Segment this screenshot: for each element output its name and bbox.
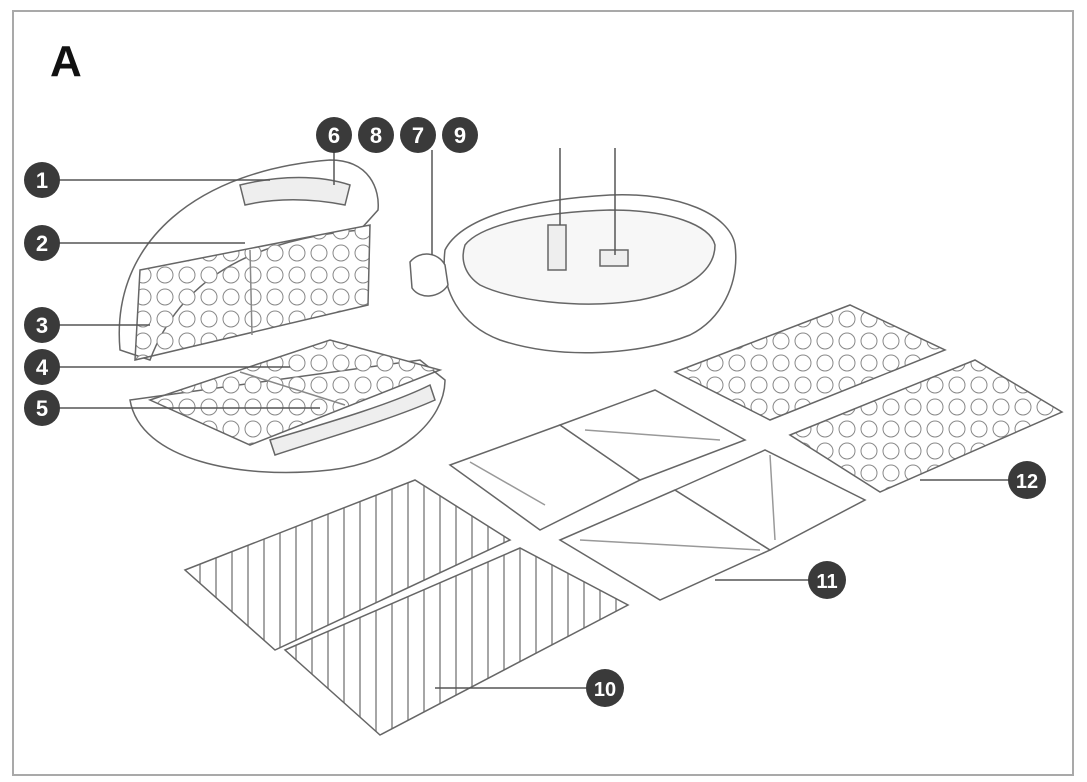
sandwich-plates bbox=[448, 389, 867, 601]
upper-waffle-plate bbox=[134, 224, 371, 361]
front-handle bbox=[269, 383, 436, 456]
panel-letter: A bbox=[50, 37, 82, 86]
power-plug bbox=[409, 253, 449, 297]
figure-frame bbox=[12, 10, 1074, 776]
sandwich-plate-4 bbox=[673, 449, 867, 551]
svg-text:9: 9 bbox=[454, 123, 466, 148]
svg-text:1: 1 bbox=[36, 168, 48, 193]
svg-text:2: 2 bbox=[36, 231, 48, 256]
callout-3: 3 bbox=[24, 307, 60, 343]
callout-7: 7 bbox=[400, 117, 436, 153]
grill-plate-left bbox=[183, 479, 512, 651]
closed-lid bbox=[462, 209, 716, 305]
svg-text:5: 5 bbox=[36, 396, 48, 421]
callout-6: 6 bbox=[316, 117, 352, 153]
open-appliance bbox=[118, 159, 446, 474]
callout-5: 5 bbox=[24, 390, 60, 426]
callout-1: 1 bbox=[24, 162, 60, 198]
sandwich-diagonals bbox=[469, 429, 776, 551]
svg-text:3: 3 bbox=[36, 313, 48, 338]
callout-8: 8 bbox=[358, 117, 394, 153]
spare-waffle-plate-2 bbox=[788, 359, 1064, 493]
svg-text:7: 7 bbox=[412, 123, 424, 148]
callout-2: 2 bbox=[24, 225, 60, 261]
closed-appliance bbox=[409, 194, 737, 354]
svg-text:6: 6 bbox=[328, 123, 340, 148]
lock-clip bbox=[239, 176, 351, 206]
upper-plate-divider bbox=[249, 249, 253, 336]
lower-plate-divider bbox=[239, 371, 346, 406]
indicator-light-red bbox=[599, 249, 629, 267]
spare-waffle-plates bbox=[673, 304, 1064, 493]
svg-text:10: 10 bbox=[594, 679, 616, 701]
grill-plates bbox=[183, 479, 630, 736]
svg-text:4: 4 bbox=[36, 355, 49, 380]
callout-11: 11 bbox=[808, 561, 846, 599]
callout-12: 12 bbox=[1008, 461, 1046, 499]
indicator-light-green bbox=[547, 224, 567, 271]
svg-text:12: 12 bbox=[1016, 471, 1038, 493]
callout-badges: 1 2 3 4 5 6 8 7 bbox=[24, 117, 1046, 707]
callout-9: 9 bbox=[442, 117, 478, 153]
spare-waffle-plate-1 bbox=[673, 304, 947, 421]
callout-4: 4 bbox=[24, 349, 60, 385]
svg-text:8: 8 bbox=[370, 123, 382, 148]
leader-lines bbox=[58, 148, 1010, 689]
svg-text:11: 11 bbox=[816, 571, 837, 593]
grill-plate-right bbox=[283, 547, 630, 736]
callout-10: 10 bbox=[586, 669, 624, 707]
lower-waffle-plate bbox=[147, 339, 443, 446]
